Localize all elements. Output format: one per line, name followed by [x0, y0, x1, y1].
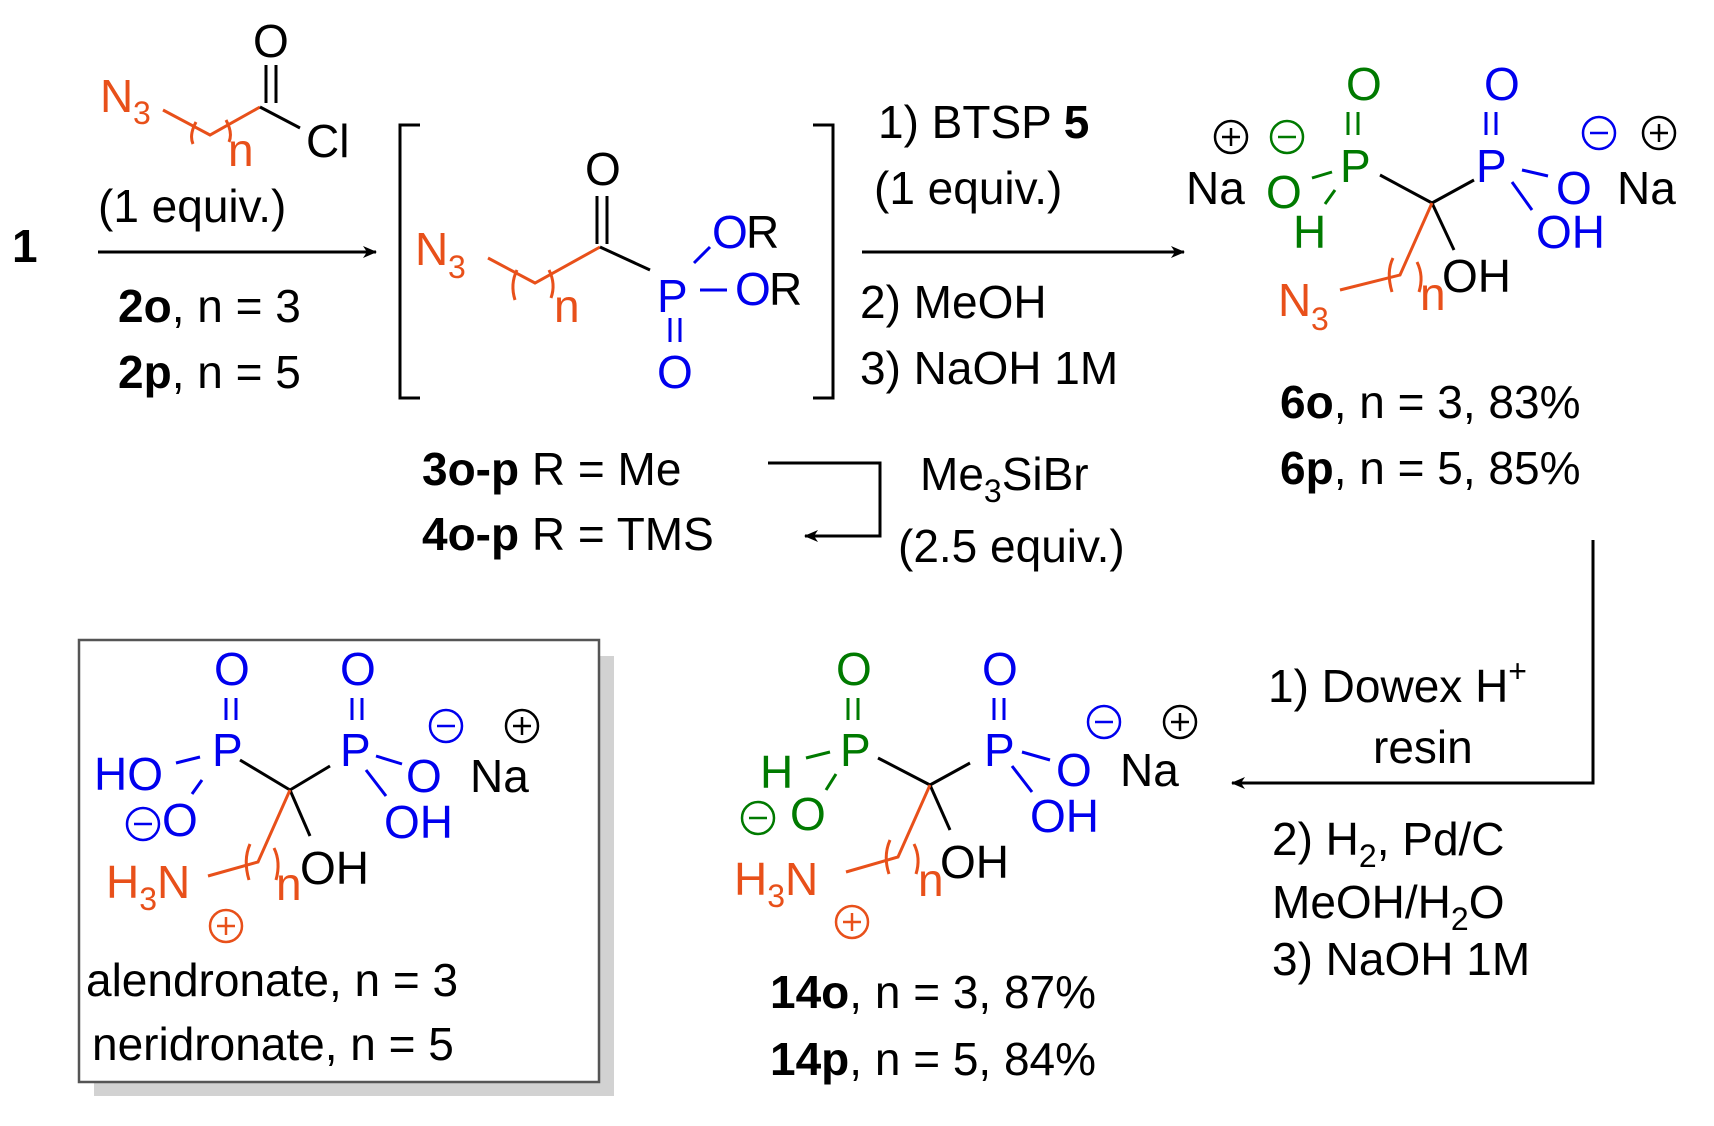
svg-text:3: 3: [448, 249, 466, 285]
compound-1-label: 1: [12, 220, 38, 272]
step1-equiv: (1 equiv.): [98, 180, 286, 232]
intermediate-bracket: [398, 123, 835, 400]
step2-line4: 3) NaOH 1M: [860, 342, 1118, 394]
yield-14o: 14o, n = 3, 87%: [770, 966, 1096, 1018]
step1-reagent-2o: 2o, n = 3: [118, 280, 301, 332]
svg-text:P: P: [212, 724, 243, 776]
yield-6p: 6p, n = 5, 85%: [1280, 442, 1580, 494]
svg-text:OH: OH: [300, 842, 369, 894]
step2-line1: 1) BTSP 5: [878, 96, 1089, 148]
svg-text:O: O: [1484, 58, 1520, 110]
svg-text:O: O: [1346, 58, 1382, 110]
alendronate-label: alendronate, n = 3: [86, 954, 458, 1006]
ketophosphonate-structure: N 3 n O P O R O R O: [415, 143, 802, 398]
svg-text:H: H: [760, 746, 793, 798]
product-6-structure: Na O H P O P O O Na OH OH n N 3: [1186, 58, 1677, 337]
step2-line3: 2) MeOH: [860, 276, 1047, 328]
step3-line4: MeOH/H2O: [1272, 876, 1504, 937]
step3-line3: 2) H2, Pd/C: [1272, 813, 1505, 874]
step3-line5: 3) NaOH 1M: [1272, 933, 1530, 985]
svg-text:Na: Na: [1617, 162, 1676, 214]
svg-text:3: 3: [133, 95, 151, 131]
svg-text:O: O: [162, 794, 198, 846]
svg-text:O: O: [712, 206, 748, 258]
svg-text:OH: OH: [1536, 206, 1605, 258]
svg-text:n: n: [1420, 268, 1446, 320]
yield-14p: 14p, n = 5, 84%: [770, 1033, 1096, 1085]
svg-text:OH: OH: [1030, 790, 1099, 842]
step3-line1: 1) Dowex H+: [1268, 653, 1527, 712]
step3-line2: resin: [1373, 721, 1473, 773]
svg-text:H3N: H3N: [734, 853, 818, 914]
svg-text:O: O: [657, 346, 693, 398]
svg-text:O: O: [735, 263, 771, 315]
svg-text:Na: Na: [1120, 744, 1179, 796]
svg-text:O: O: [1266, 166, 1302, 218]
neridronate-label: neridronate, n = 5: [92, 1018, 454, 1070]
product-14-structure: O P H O O P O Na OH OH n H3N: [734, 643, 1198, 940]
svg-text:n: n: [918, 854, 944, 906]
svg-text:H: H: [1293, 206, 1326, 258]
svg-text:O: O: [790, 788, 826, 840]
step2-line2: (1 equiv.): [874, 162, 1062, 214]
yield-6o: 6o, n = 3, 83%: [1280, 376, 1580, 428]
svg-text:P: P: [840, 724, 871, 776]
svg-text:O: O: [340, 643, 376, 695]
svg-text:R: R: [746, 206, 779, 258]
svg-text:n: n: [276, 858, 302, 910]
svg-text:OH: OH: [940, 836, 1009, 888]
svg-text:N: N: [415, 223, 448, 275]
svg-text:O: O: [982, 643, 1018, 695]
svg-text:O: O: [214, 643, 250, 695]
silylation-reagent: Me3SiBr: [920, 448, 1089, 509]
label-3o-p: 3o-p R = Me: [422, 443, 681, 495]
svg-text:OH: OH: [1442, 250, 1511, 302]
svg-text:O: O: [1056, 744, 1092, 796]
svg-text:O: O: [1556, 162, 1592, 214]
step3-arrow: [1231, 540, 1595, 789]
svg-text:Cl: Cl: [306, 115, 349, 167]
svg-text:O: O: [253, 15, 289, 67]
label-4o-p: 4o-p R = TMS: [422, 508, 714, 560]
silylation-equiv: (2.5 equiv.): [898, 520, 1125, 572]
svg-text:P: P: [340, 724, 371, 776]
svg-text:H3N: H3N: [106, 856, 190, 917]
svg-text:N: N: [1278, 274, 1311, 326]
svg-text:n: n: [554, 280, 580, 332]
svg-text:Na: Na: [470, 750, 529, 802]
silylation-arrow: [768, 461, 882, 542]
svg-text:P: P: [1476, 140, 1507, 192]
svg-text:P: P: [984, 724, 1015, 776]
svg-text:HO: HO: [94, 748, 163, 800]
svg-text:R: R: [769, 263, 802, 315]
svg-text:O: O: [585, 143, 621, 195]
svg-text:3: 3: [1311, 301, 1329, 337]
svg-text:Na: Na: [1186, 162, 1245, 214]
reference-box: O P HO O O P O Na OH OH n H3N al: [77, 638, 614, 1096]
svg-text:O: O: [836, 643, 872, 695]
svg-text:N: N: [100, 70, 133, 122]
svg-text:n: n: [228, 124, 254, 176]
svg-text:P: P: [1340, 140, 1371, 192]
svg-text:O: O: [406, 750, 442, 802]
step1-reagent-2p: 2p, n = 5: [118, 346, 301, 398]
svg-text:OH: OH: [384, 796, 453, 848]
svg-text:P: P: [657, 270, 688, 322]
acyl-chloride-structure: N 3 n O Cl: [100, 15, 349, 176]
